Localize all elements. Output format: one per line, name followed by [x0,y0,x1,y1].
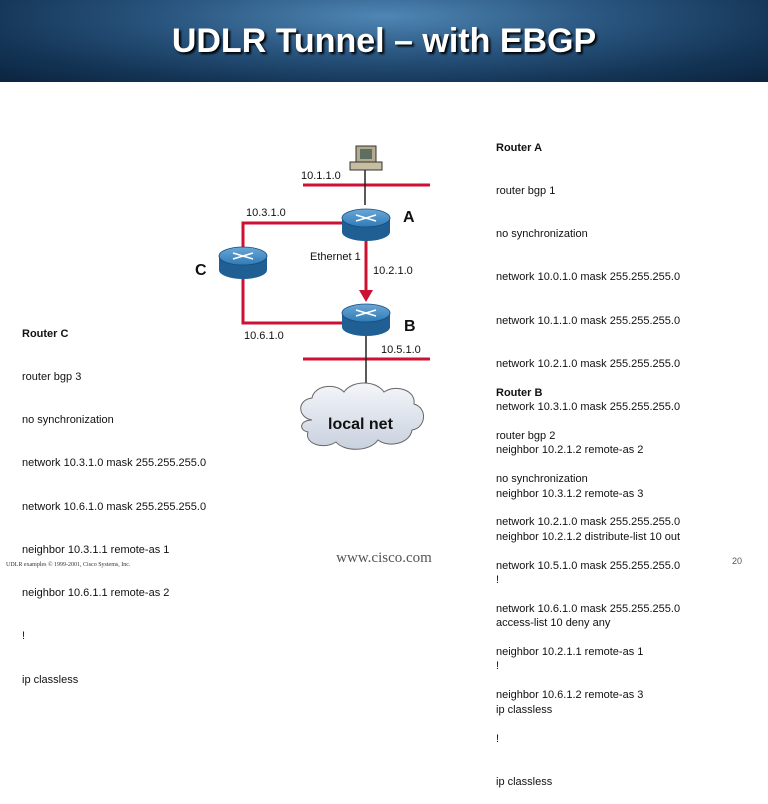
config-line: neighbor 10.2.1.1 remote-as 1 [496,646,644,659]
config-line: router bgp 2 [496,430,556,443]
config-line: router bgp 1 [496,185,556,198]
config-line: network 10.3.1.0 mask 255.255.255.0 [496,401,681,414]
ethernet-label: Ethernet 1 [310,251,361,263]
config-line: network 10.1.1.0 mask 255.255.255.0 [496,314,681,327]
router-a-label: A [403,209,415,226]
router-c-config: Router C router bgp 3 no synchronization… [22,298,206,701]
footer-url: www.cisco.com [336,550,432,566]
config-line: no synchronization [496,473,588,486]
config-line: neighbor 10.6.1.1 remote-as 2 [22,587,170,600]
config-line: network 10.6.1.0 mask 255.255.255.0 [22,500,207,513]
router-b-config: Router B router bgp 2 no synchronization… [496,357,680,804]
router-b-config-heading: Router B [496,386,543,399]
config-line: ! [496,732,500,745]
config-line: network 10.6.1.0 mask 255.255.255.0 [496,602,681,615]
config-line: network 10.0.1.0 mask 255.255.255.0 [496,271,681,284]
config-line: router bgp 3 [22,371,82,384]
config-line: no synchronization [496,228,588,241]
network-diagram [218,145,430,450]
router-a-config-heading: Router A [496,141,543,154]
router-c-icon [218,246,268,279]
router-b-icon [341,303,391,336]
config-line: network 10.2.1.0 mask 255.255.255.0 [496,357,681,370]
router-c-label: C [195,262,207,279]
link-c-a [241,221,345,250]
config-line: neighbor 10.3.1.2 remote-as 3 [496,487,644,500]
cloud-icon [300,382,424,450]
config-line: ip classless [496,775,553,788]
net-label-10-6-1-0: 10.6.1.0 [244,330,284,342]
link-c-b [241,275,345,325]
config-line: neighbor 10.2.1.2 remote-as 2 [496,444,644,457]
config-line: neighbor 10.2.1.2 distribute-list 10 out [496,530,681,543]
net-label-10-2-1-0: 10.2.1.0 [373,265,413,277]
router-b-label: B [404,318,416,335]
page-number: 20 [732,556,743,566]
arrow-head-icon [359,290,373,302]
workstation-icon [349,145,383,171]
config-line: ip classless [22,673,79,686]
router-a-icon [341,208,391,241]
cloud-label: local net [328,416,393,433]
config-line: network 10.2.1.0 mask 255.255.255.0 [496,516,681,529]
config-line: network 10.5.1.0 mask 255.255.255.0 [496,559,681,572]
slide-title: UDLR Tunnel – with EBGP [171,22,597,60]
config-line: neighbor 10.6.1.2 remote-as 3 [496,689,644,702]
router-c-config-heading: Router C [22,327,69,340]
net-label-10-5-1-0: 10.5.1.0 [381,344,421,356]
config-line: no synchronization [22,414,114,427]
net-label-10-1-1-0: 10.1.1.0 [301,170,341,182]
config-line: network 10.3.1.0 mask 255.255.255.0 [22,457,207,470]
config-line: ! [22,630,26,643]
config-line: neighbor 10.3.1.1 remote-as 1 [22,543,170,556]
net-label-10-3-1-0: 10.3.1.0 [246,207,286,219]
copyright-footer: UDLR examples © 1999-2001, Cisco Systems… [6,562,131,568]
title-banner [0,0,768,82]
